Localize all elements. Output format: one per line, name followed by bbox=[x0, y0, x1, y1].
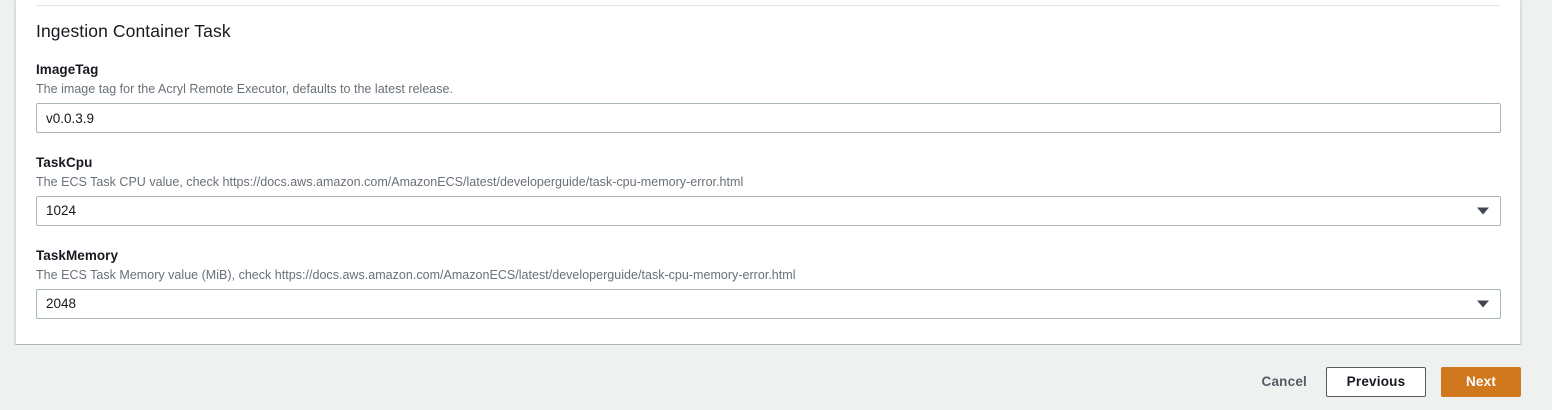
field-label-task-cpu: TaskCpu bbox=[36, 155, 93, 170]
task-cpu-selected-value: 1024 bbox=[46, 203, 77, 218]
field-label-task-memory: TaskMemory bbox=[36, 248, 119, 263]
image-tag-input[interactable] bbox=[36, 103, 1501, 133]
form-card: Ingestion Container Task ImageTag The im… bbox=[15, 0, 1521, 345]
footer-actions: Cancel Previous Next bbox=[1258, 367, 1521, 397]
field-label-image-tag: ImageTag bbox=[36, 62, 99, 77]
task-memory-select[interactable]: 2048 bbox=[36, 289, 1501, 319]
previous-button[interactable]: Previous bbox=[1326, 367, 1426, 397]
field-description-task-memory: The ECS Task Memory value (MiB), check h… bbox=[36, 268, 796, 282]
next-button[interactable]: Next bbox=[1441, 367, 1521, 397]
card-content: Ingestion Container Task ImageTag The im… bbox=[36, 20, 1501, 319]
section-title: Ingestion Container Task bbox=[36, 21, 231, 41]
field-task-cpu: TaskCpu The ECS Task CPU value, check ht… bbox=[36, 154, 1501, 226]
task-cpu-select-wrap: 1024 bbox=[36, 196, 1501, 226]
task-cpu-select[interactable]: 1024 bbox=[36, 196, 1501, 226]
cancel-button[interactable]: Cancel bbox=[1258, 367, 1311, 397]
field-task-memory: TaskMemory The ECS Task Memory value (Mi… bbox=[36, 247, 1501, 319]
card-top-divider bbox=[36, 5, 1500, 6]
field-description-image-tag: The image tag for the Acryl Remote Execu… bbox=[36, 82, 454, 96]
field-image-tag: ImageTag The image tag for the Acryl Rem… bbox=[36, 61, 1501, 133]
wizard-footer: Cancel Previous Next bbox=[0, 345, 1552, 410]
field-description-task-cpu: The ECS Task CPU value, check https://do… bbox=[36, 175, 744, 189]
task-memory-selected-value: 2048 bbox=[46, 296, 77, 311]
task-memory-select-wrap: 2048 bbox=[36, 289, 1501, 319]
